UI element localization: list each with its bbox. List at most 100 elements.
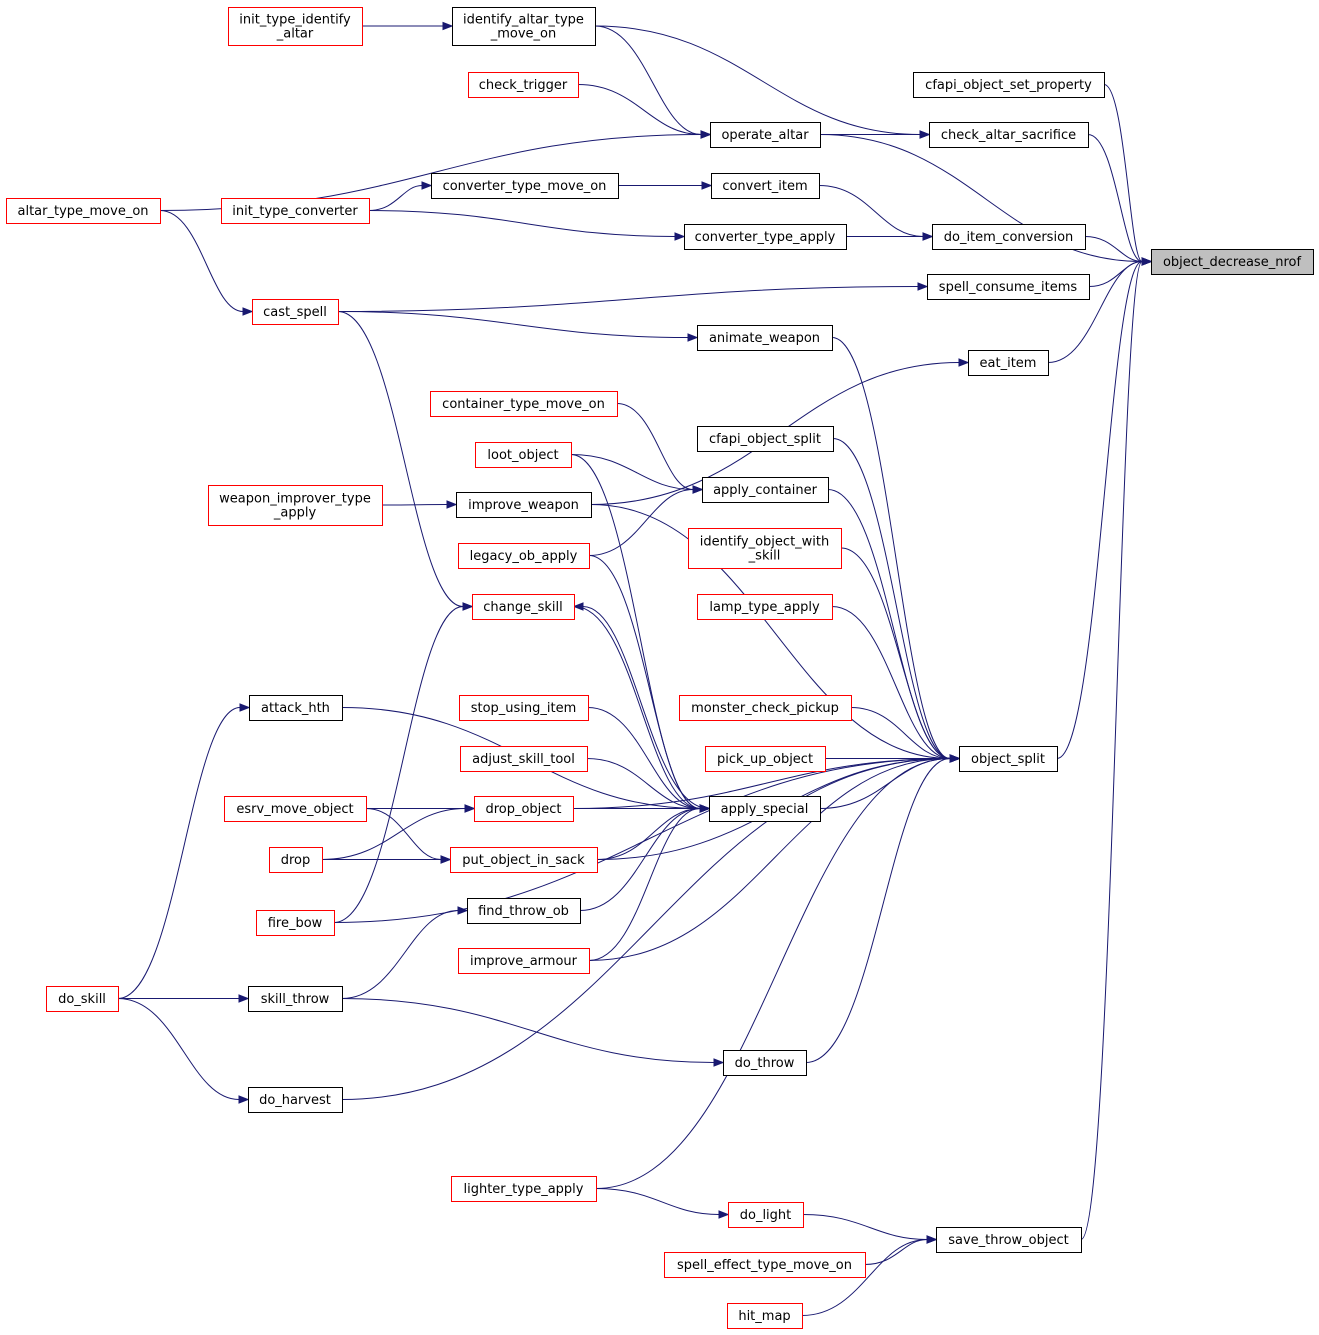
node-converter_type_move_on[interactable]: converter_type_move_on (431, 173, 619, 199)
node-box (451, 1176, 597, 1202)
node-label: cfapi_object_set_property (925, 78, 1092, 93)
edge-line (587, 707, 701, 809)
edge-line (864, 1239, 928, 1265)
edge-cast_spell-to-change_skill (337, 311, 474, 611)
node-object_split[interactable]: object_split (959, 746, 1058, 772)
node-cfapi_object_set_property[interactable]: cfapi_object_set_property (913, 72, 1105, 98)
edge-line (1084, 236, 1143, 262)
node-box (475, 442, 572, 468)
node-label: identify_object_with (700, 535, 830, 550)
node-label: loot_object (487, 448, 558, 463)
edge-lamp_type_apply-to-object_split (831, 606, 961, 763)
edge-apply_container-to-object_split (827, 489, 961, 763)
edge-line (337, 286, 919, 312)
node-altar_type_move_on[interactable]: altar_type_move_on (6, 198, 161, 224)
node-object_decrease_nrof[interactable]: object_decrease_nrof (1151, 249, 1314, 275)
edge-line (570, 454, 694, 490)
node-init_type_identify_altar[interactable]: init_type_identify_altar (228, 7, 363, 46)
node-animate_weapon[interactable]: animate_weapon (697, 325, 833, 351)
node-eat_item[interactable]: eat_item (968, 350, 1049, 376)
edge-cast_spell-to-spell_consume_items (337, 282, 929, 312)
node-hit_map[interactable]: hit_map (727, 1303, 803, 1329)
node-find_throw_ob[interactable]: find_throw_ob (467, 898, 581, 924)
node-pick_up_object[interactable]: pick_up_object (705, 746, 826, 772)
node-loot_object[interactable]: loot_object (475, 442, 572, 468)
node-box (252, 299, 339, 325)
edge-init_type_identify_altar-to-identify_altar_type_move_on (362, 21, 454, 31)
node-box (208, 485, 383, 526)
edge-eat_item-to-object_decrease_nrof (1047, 257, 1153, 363)
edge-line (117, 998, 240, 1100)
node-label: operate_altar (721, 128, 809, 143)
node-converter_type_apply[interactable]: converter_type_apply (684, 224, 847, 250)
node-weapon_improver_type_apply[interactable]: weapon_improver_type_apply (208, 485, 383, 526)
node-put_object_in_sack[interactable]: put_object_in_sack (450, 847, 598, 873)
node-identify_altar_type_move_on[interactable]: identify_altar_type_move_on (452, 7, 596, 46)
node-check_trigger[interactable]: check_trigger (468, 72, 579, 98)
node-container_type_move_on[interactable]: container_type_move_on (430, 391, 618, 417)
node-skill_throw[interactable]: skill_throw (248, 986, 343, 1012)
node-spell_effect_type_move_on[interactable]: spell_effect_type_move_on (664, 1252, 866, 1278)
node-attack_hth[interactable]: attack_hth (249, 695, 343, 721)
node-cfapi_object_split[interactable]: cfapi_object_split (697, 426, 834, 452)
node-do_throw[interactable]: do_throw (723, 1050, 807, 1076)
edge-hit_map-to-save_throw_object (801, 1235, 938, 1316)
node-spell_consume_items[interactable]: spell_consume_items (927, 274, 1090, 300)
edge-arrowhead (917, 282, 929, 291)
node-label: apply_container (713, 483, 818, 498)
node-box (248, 1087, 343, 1113)
node-cast_spell[interactable]: cast_spell (252, 299, 339, 325)
node-box (710, 122, 821, 148)
node-stop_using_item[interactable]: stop_using_item (459, 695, 589, 721)
node-label: _apply (273, 506, 317, 521)
node-improve_armour[interactable]: improve_armour (458, 948, 590, 974)
node-label: pick_up_object (717, 752, 813, 767)
node-improve_weapon[interactable]: improve_weapon (456, 492, 592, 518)
edge-cfapi_object_set_property-to-object_decrease_nrof (1103, 84, 1153, 266)
node-convert_item[interactable]: convert_item (711, 173, 820, 199)
node-save_throw_object[interactable]: save_throw_object (936, 1227, 1082, 1253)
node-legacy_ob_apply[interactable]: legacy_ob_apply (458, 543, 590, 569)
node-do_item_conversion[interactable]: do_item_conversion (932, 224, 1086, 250)
node-box (697, 426, 834, 452)
node-check_altar_sacrifice[interactable]: check_altar_sacrifice (929, 122, 1089, 148)
node-init_type_converter[interactable]: init_type_converter (221, 198, 370, 224)
node-box (452, 7, 596, 46)
edge-check_altar_sacrifice-to-object_decrease_nrof (1087, 134, 1153, 266)
node-drop[interactable]: drop (269, 847, 323, 873)
edge-fire_bow-to-change_skill (333, 602, 474, 923)
edge-spell_effect_type_move_on-to-save_throw_object (864, 1235, 938, 1265)
edge-line (1103, 84, 1143, 262)
node-label: spell_consume_items (939, 280, 1078, 295)
node-box (1151, 249, 1314, 275)
node-label: lighter_type_apply (464, 1182, 584, 1197)
node-label: eat_item (980, 356, 1037, 371)
node-label: drop (281, 853, 311, 868)
node-lighter_type_apply[interactable]: lighter_type_apply (451, 1176, 597, 1202)
node-do_light[interactable]: do_light (728, 1202, 804, 1228)
edge-arrowhead (718, 1210, 730, 1219)
node-box (709, 796, 821, 822)
node-apply_special[interactable]: apply_special (709, 796, 821, 822)
edge-line (588, 808, 701, 961)
node-box (728, 1202, 804, 1228)
node-fire_bow[interactable]: fire_bow (256, 910, 335, 936)
node-do_harvest[interactable]: do_harvest (248, 1087, 343, 1113)
edge-line (582, 606, 710, 809)
node-lamp_type_apply[interactable]: lamp_type_apply (697, 594, 833, 620)
node-label: esrv_move_object (236, 802, 353, 817)
node-box (697, 594, 833, 620)
edge-line (596, 808, 701, 860)
edge-line (595, 1188, 720, 1215)
edge-arrowhead (572, 602, 584, 611)
node-operate_altar[interactable]: operate_altar (710, 122, 821, 148)
node-change_skill[interactable]: change_skill (472, 594, 575, 620)
node-adjust_skill_tool[interactable]: adjust_skill_tool (460, 746, 588, 772)
node-esrv_move_object[interactable]: esrv_move_object (224, 796, 367, 822)
edge-check_trigger-to-operate_altar (577, 84, 712, 139)
node-apply_container[interactable]: apply_container (702, 477, 829, 503)
node-identify_object_with_skill[interactable]: identify_object_with_skill (688, 528, 842, 569)
node-drop_object[interactable]: drop_object (474, 796, 574, 822)
node-monster_check_pickup[interactable]: monster_check_pickup (679, 695, 852, 721)
node-do_skill[interactable]: do_skill (46, 986, 119, 1012)
